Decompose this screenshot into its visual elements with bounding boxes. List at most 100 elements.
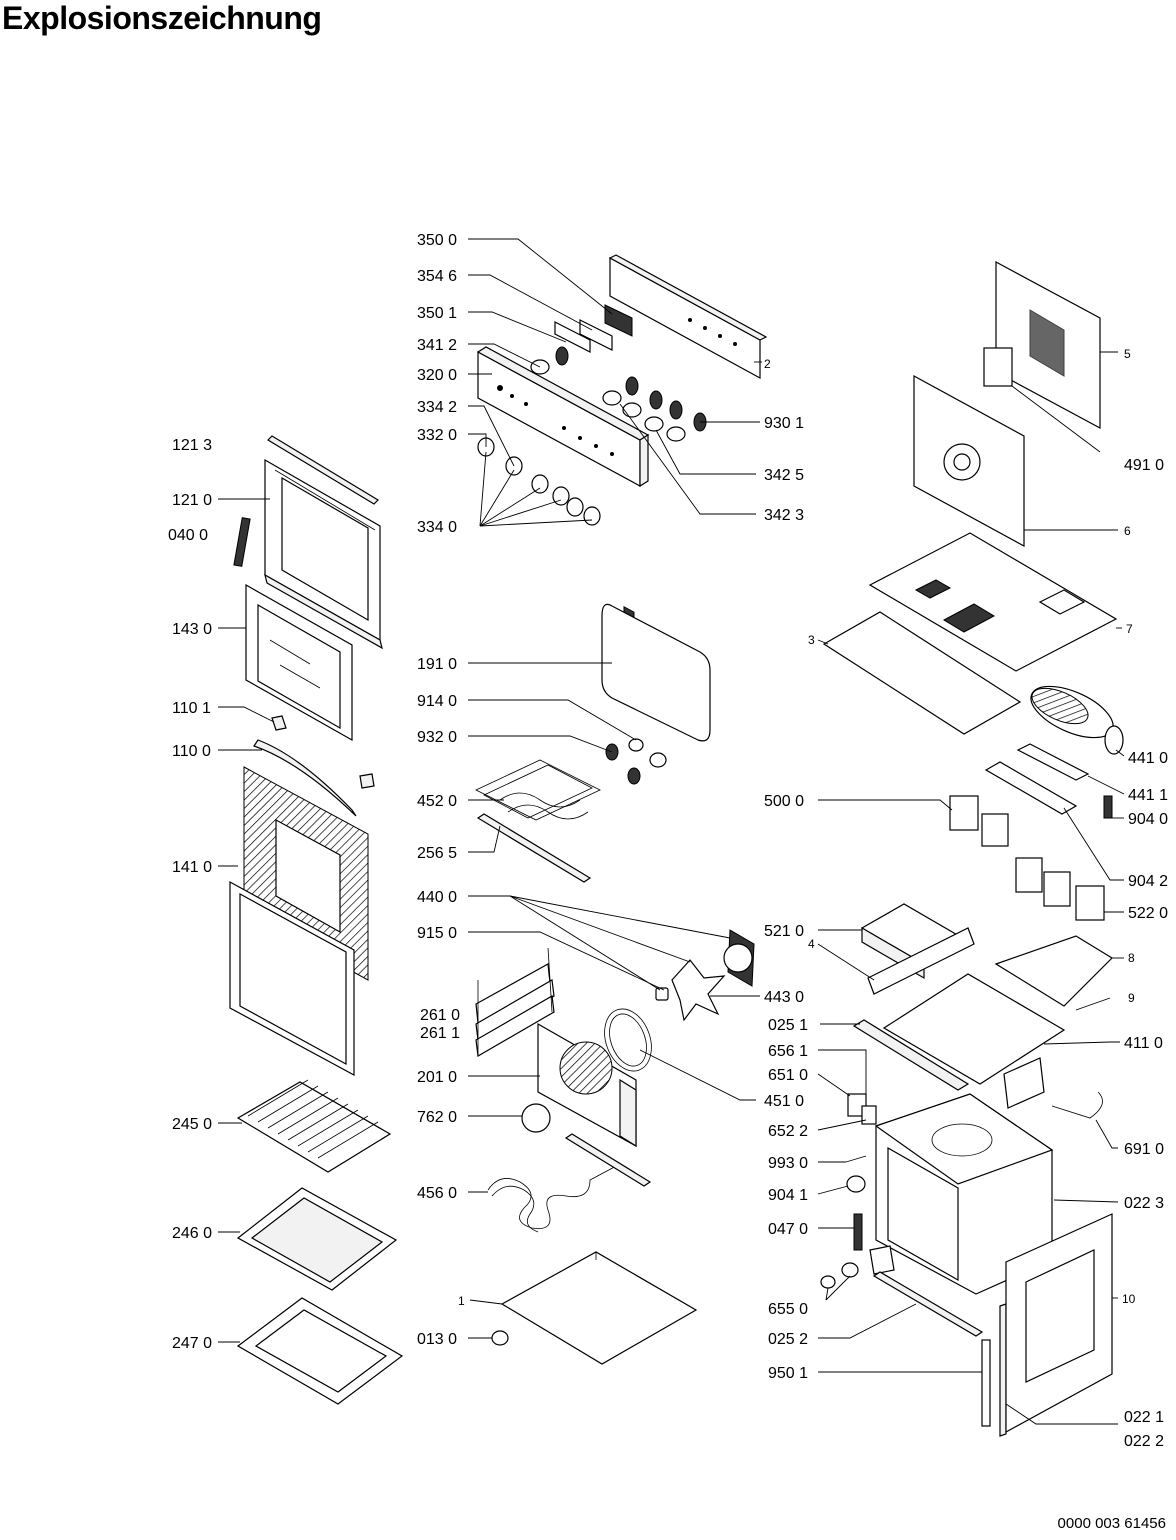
label-342-5: 342 5 <box>764 467 804 484</box>
label-141-0: 141 0 <box>172 859 212 876</box>
fan-cover <box>537 1022 637 1148</box>
label-247-0: 247 0 <box>172 1335 212 1352</box>
thermostat-parts <box>847 1057 1103 1125</box>
tangential-fan <box>1030 685 1124 755</box>
label-334-0: 334 0 <box>417 519 457 536</box>
lower-heating-element <box>487 1133 652 1233</box>
label-191-0: 191 0 <box>417 656 457 673</box>
part-labels: 350 0 354 6 350 1 341 2 320 0 334 2 332 … <box>168 232 1168 1450</box>
label-491-0: 491 0 <box>1124 457 1164 474</box>
label-915-0: 915 0 <box>417 925 457 942</box>
label-411-0: 411 0 <box>1124 1035 1163 1052</box>
label-7: 7 <box>1126 622 1133 636</box>
oven-seal <box>601 603 711 742</box>
side-insulation <box>994 935 1113 1007</box>
label-930-1: 930 1 <box>764 415 804 432</box>
outer-door-glass <box>229 766 369 1077</box>
label-452-0: 452 0 <box>417 793 457 810</box>
label-8: 8 <box>1128 951 1135 965</box>
label-354-6: 354 6 <box>417 268 457 285</box>
oven-cavity <box>874 1093 1054 1295</box>
label-440-0: 440 0 <box>417 889 457 906</box>
label-932-0: 932 0 <box>417 729 457 746</box>
label-652-2: 652 2 <box>768 1123 808 1140</box>
label-6: 6 <box>1124 524 1131 538</box>
door-handle-parts <box>253 715 375 817</box>
baking-tray <box>236 1187 398 1291</box>
label-993-0: 993 0 <box>768 1155 808 1172</box>
control-panel-back-plate <box>608 254 768 619</box>
front-frame <box>1005 1213 1113 1434</box>
label-655-0: 655 0 <box>768 1301 808 1318</box>
label-022-2: 022 2 <box>1124 1433 1164 1450</box>
back-panel <box>983 260 1101 430</box>
screws-and-lamp-fittings <box>820 1155 895 1289</box>
inner-door-glass <box>245 583 353 742</box>
side-bracket <box>867 927 975 995</box>
label-441-1: 441 1 <box>1128 787 1168 804</box>
lamp-parts <box>605 738 667 785</box>
convection-fan <box>655 929 755 1022</box>
label-904-0: 904 0 <box>1128 811 1168 828</box>
door-frame-trims <box>872 1271 1007 1437</box>
label-121-0: 121 0 <box>172 492 212 509</box>
upper-heating-element <box>475 759 601 821</box>
heating-element-bracket <box>476 813 592 883</box>
control-module <box>554 304 633 353</box>
label-256-5: 256 5 <box>417 845 457 862</box>
top-insulation-cover <box>868 532 1118 672</box>
foot <box>491 1330 509 1346</box>
label-143-0: 143 0 <box>172 621 212 638</box>
label-4: 4 <box>808 937 815 951</box>
bottom-plate <box>500 1251 698 1365</box>
label-500-0: 500 0 <box>764 793 804 810</box>
drip-pan <box>236 1297 404 1405</box>
label-521-0: 521 0 <box>764 923 804 940</box>
shelf-supports <box>475 947 555 1057</box>
label-904-1: 904 1 <box>768 1187 808 1204</box>
label-342-3: 342 3 <box>764 507 804 524</box>
selector-switches <box>949 795 1105 921</box>
label-013-0: 013 0 <box>417 1331 457 1348</box>
fan-ring <box>604 1008 652 1072</box>
control-panel-front <box>476 346 650 488</box>
label-025-1: 025 1 <box>768 1017 808 1034</box>
terminal-block <box>984 743 1113 819</box>
label-350-0: 350 0 <box>417 232 457 249</box>
fan-housing-panel <box>913 374 1025 548</box>
leader-lines <box>218 238 1125 1425</box>
label-651-0: 651 0 <box>768 1067 808 1084</box>
label-441-0: 441 0 <box>1128 750 1168 767</box>
label-261-0: 261 0 <box>420 1007 460 1024</box>
label-025-2: 025 2 <box>768 1331 808 1348</box>
label-201-0: 201 0 <box>417 1069 457 1086</box>
door-frame <box>264 458 383 650</box>
document-number: 0000 003 61456 <box>1057 1515 1166 1532</box>
door-top-strip <box>267 435 379 505</box>
page-title: Explosionszeichnung <box>2 0 322 36</box>
label-245-0: 245 0 <box>172 1116 212 1133</box>
label-691-0: 691 0 <box>1124 1141 1164 1158</box>
label-022-1: 022 1 <box>1124 1409 1164 1426</box>
label-341-2: 341 2 <box>417 337 457 354</box>
label-121-3: 121 3 <box>172 437 212 454</box>
label-914-0: 914 0 <box>417 693 457 710</box>
base-plate <box>852 973 1066 1091</box>
lamp-cover <box>521 1103 551 1133</box>
label-110-1: 110 1 <box>172 700 211 717</box>
door-hinge <box>233 517 251 567</box>
label-5: 5 <box>1124 347 1131 361</box>
label-451-0: 451 0 <box>764 1093 804 1110</box>
label-1: 1 <box>458 1294 465 1308</box>
label-246-0: 246 0 <box>172 1225 212 1242</box>
label-350-1: 350 1 <box>417 305 457 322</box>
label-047-0: 047 0 <box>768 1221 808 1238</box>
wire-shelf <box>236 1079 392 1173</box>
label-3: 3 <box>808 633 815 647</box>
top-plate <box>822 611 1022 735</box>
label-456-0: 456 0 <box>417 1185 457 1202</box>
label-950-1: 950 1 <box>768 1365 808 1382</box>
label-332-0: 332 0 <box>417 427 457 444</box>
label-320-0: 320 0 <box>417 367 457 384</box>
